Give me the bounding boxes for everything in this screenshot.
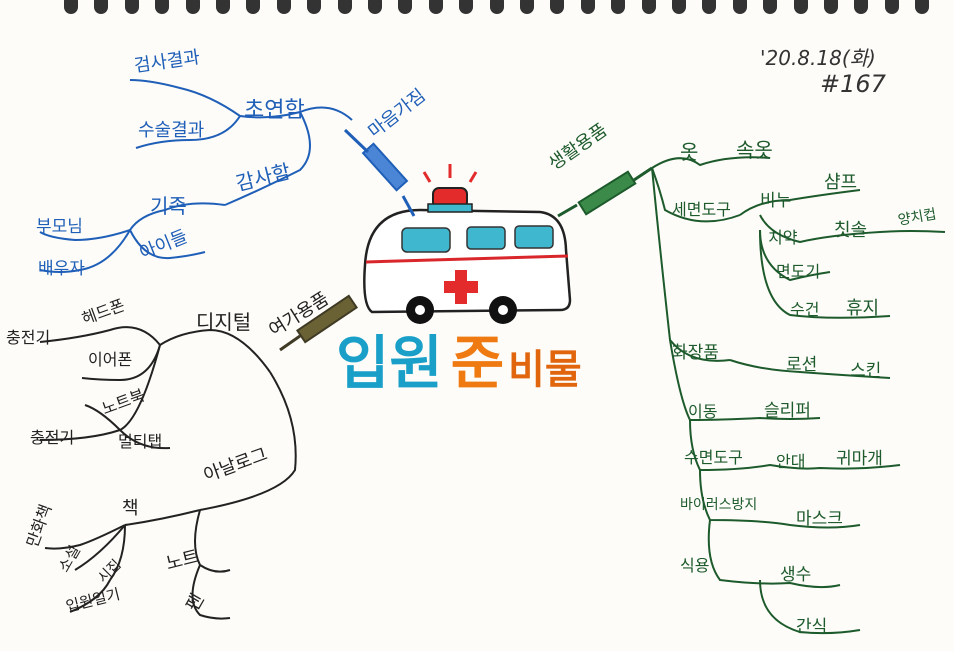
binding-ring xyxy=(550,0,565,14)
binding-ring xyxy=(398,0,413,14)
node-toothbrush: 칫솔 xyxy=(834,220,868,241)
binding-ring xyxy=(672,0,686,14)
node-soap: 비누 xyxy=(760,191,792,211)
node-calm: 초연함 xyxy=(244,98,305,123)
binding-ring xyxy=(246,0,261,14)
binding-ring xyxy=(611,0,626,14)
node-book: 책 xyxy=(122,498,139,519)
node-clothes: 옷 xyxy=(680,140,699,164)
binding-ring xyxy=(793,0,808,14)
node-moving: 이동 xyxy=(688,402,718,421)
node-underwear: 속옷 xyxy=(736,138,773,162)
binding-ring xyxy=(824,0,838,14)
syringe-blue-icon xyxy=(343,128,416,217)
binding-ring xyxy=(763,0,778,14)
syringe-brown-icon xyxy=(279,294,359,352)
binding-ring xyxy=(641,0,656,14)
node-virus-protection: 바이러스방지 xyxy=(680,497,758,513)
node-eye-mask: 안대 xyxy=(776,452,806,471)
title-part-3: 비물 xyxy=(508,347,582,393)
node-sleep-tools: 수면도구 xyxy=(684,448,743,467)
binding-ring xyxy=(185,0,200,14)
binding-ring xyxy=(368,0,382,14)
binding-ring xyxy=(702,0,717,14)
binding-ring xyxy=(884,0,899,14)
binding-ring xyxy=(459,0,474,14)
node-shampoo: 샴프 xyxy=(824,172,858,193)
title-part-1: 입원 xyxy=(336,329,443,397)
node-slipper: 슬리퍼 xyxy=(764,401,811,421)
node-charger-1: 충전기 xyxy=(6,328,51,347)
node-snack: 간식 xyxy=(796,617,828,637)
syringe-green-icon xyxy=(557,166,653,218)
node-earphone: 이어폰 xyxy=(88,350,133,369)
node-skin: 스킨 xyxy=(850,361,882,381)
node-water: 생수 xyxy=(780,565,812,585)
entry-number: #167 xyxy=(820,70,886,98)
node-mask: 마스크 xyxy=(796,509,843,529)
node-spouse: 배우자 xyxy=(38,259,85,279)
node-multitap: 멀티탭 xyxy=(118,432,163,451)
node-razor: 면도기 xyxy=(776,262,821,281)
binding-ring xyxy=(520,0,534,14)
binding-ring xyxy=(854,0,869,14)
node-cosmetics: 화장품 xyxy=(672,343,719,363)
binding-ring xyxy=(915,0,930,14)
node-lotion: 로션 xyxy=(786,355,818,375)
node-family: 기족 xyxy=(150,194,187,218)
node-food: 식용 xyxy=(680,556,710,575)
ambulance-icon xyxy=(363,164,572,324)
date-label: '20.8.18(화) xyxy=(760,46,876,70)
node-towel: 수건 xyxy=(790,300,820,319)
node-parents: 부모님 xyxy=(36,217,83,237)
binding-ring xyxy=(732,0,747,14)
node-digital: 디지털 xyxy=(196,310,252,334)
binding-ring xyxy=(276,0,291,14)
binding-ring xyxy=(489,0,504,14)
node-toiletries: 세면도구 xyxy=(672,200,731,219)
binding-ring xyxy=(216,0,230,14)
title-part-2: 준 xyxy=(450,329,505,397)
node-charger-2: 충전기 xyxy=(30,428,75,447)
binding-ring xyxy=(124,0,139,14)
binding-ring xyxy=(337,0,352,14)
node-toothpaste: 치약 xyxy=(768,228,798,247)
node-surgery-result: 수술결과 xyxy=(138,120,205,141)
binding-ring xyxy=(428,0,443,14)
binding-ring xyxy=(155,0,170,14)
node-tissue: 휴지 xyxy=(846,298,880,319)
binding-ring xyxy=(580,0,595,14)
binding-ring xyxy=(94,0,109,14)
node-earplug: 귀마개 xyxy=(836,449,883,469)
binding-ring xyxy=(307,0,322,14)
binding-ring xyxy=(64,0,78,14)
